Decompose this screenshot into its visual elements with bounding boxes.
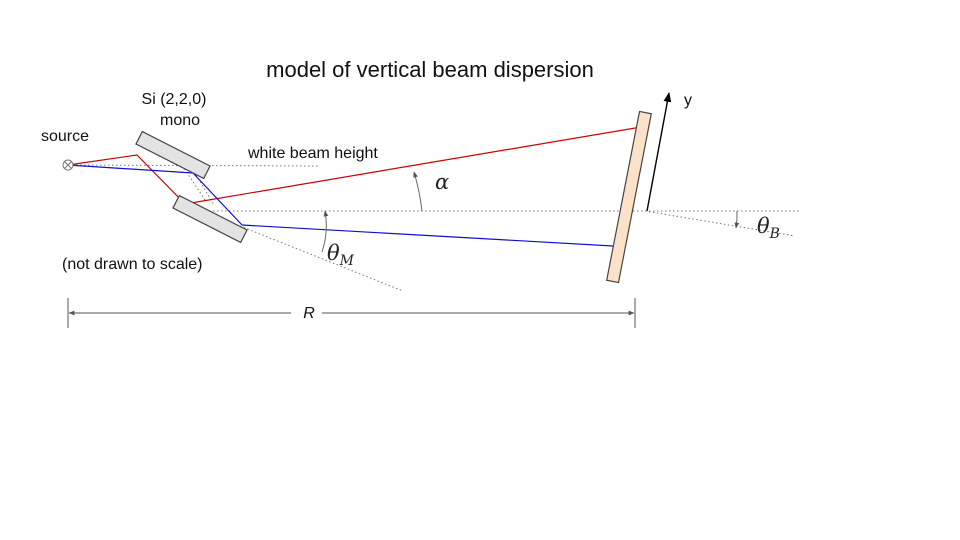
detector-plate: [605, 110, 653, 284]
theta-m-guide: [239, 225, 404, 292]
theta-m-subscript: M: [339, 253, 355, 269]
theta-b-guide: [644, 210, 796, 237]
y-axis-arrow: [646, 92, 672, 212]
theta-m-symbol: θ: [327, 241, 340, 265]
second-mono-crystal: [172, 194, 248, 244]
source-label: source: [41, 128, 89, 145]
diagram-title: model of vertical beam dispersion: [266, 57, 594, 82]
mono-label-line2: mono: [160, 112, 200, 129]
distance-dimension: [67, 298, 636, 328]
mono-label-line1: Si (2,2,0): [142, 91, 207, 108]
theta-b-label: θB: [757, 214, 780, 242]
source-marker-icon: [62, 159, 74, 171]
alpha-label: α: [435, 170, 449, 194]
theta-m-label: θM: [327, 241, 355, 269]
theta-b-subscript: B: [769, 226, 780, 242]
theta-m-arc: [321, 210, 329, 253]
lower-ray: [67, 164, 614, 247]
alpha-arc: [413, 171, 423, 212]
not-to-scale-note: (not drawn to scale): [62, 256, 203, 273]
distance-r-label: R: [303, 305, 315, 322]
white-beam-height-label: white beam height: [247, 145, 378, 162]
theta-b-symbol: θ: [757, 214, 770, 238]
theta-b-arc: [734, 210, 740, 229]
upper-ray: [67, 126, 642, 205]
y-axis-label: y: [684, 92, 692, 109]
first-mono-crystal: [135, 130, 211, 180]
